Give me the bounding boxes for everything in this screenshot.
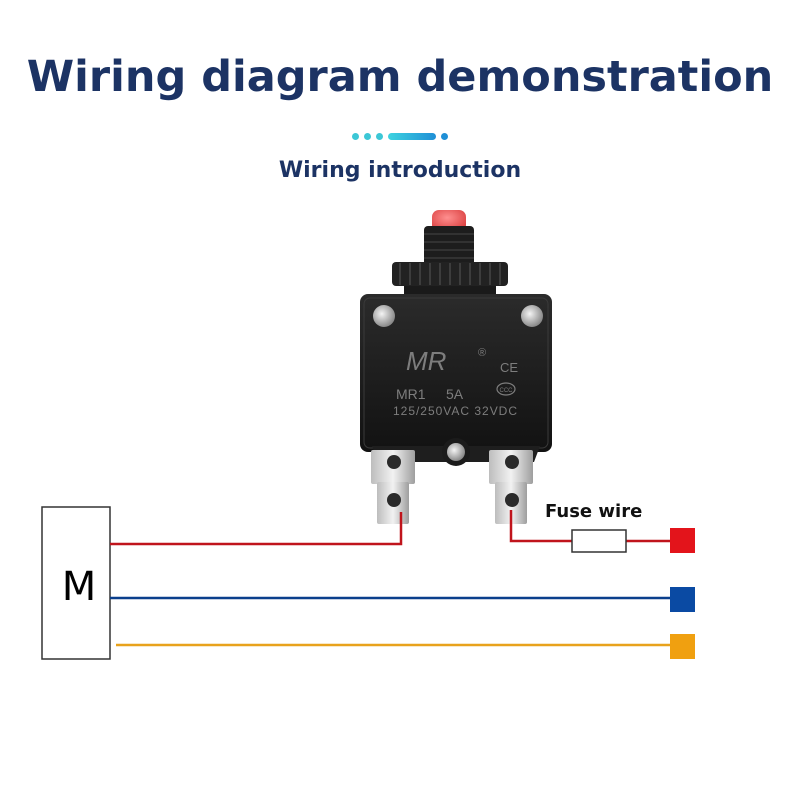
screw-icon [521,305,543,327]
wire-red-motor-to-breaker [110,512,403,546]
ce-mark: CE [500,360,518,375]
divider-dot [364,133,371,140]
registered-mark: ® [478,347,486,359]
breaker-current: 5A [446,386,464,402]
divider-dot [376,133,383,140]
terminal-left [371,450,415,524]
divider-dot [441,133,448,140]
divider-bar [388,133,436,140]
terminal-red [670,528,695,553]
section-subtitle: Wiring introduction [278,158,522,183]
ccc-mark-icon: CCC [496,382,516,396]
fuse-label: Fuse wire [545,501,642,522]
decorative-divider [350,133,450,141]
terminal-right [489,450,533,524]
ccc-mark-label: CCC [500,388,514,394]
terminal-blue [670,587,695,612]
terminal-orange [670,634,695,659]
breaker-body [360,294,552,452]
wire-red-breaker-to-fuse [509,510,572,543]
fuse [571,529,627,553]
circuit-breaker: MR ® CE CCC MR1 5A 125/250VAC 32VDC [360,210,552,524]
screw-icon [373,305,395,327]
motor-box [41,506,111,660]
breaker-brand: MR [406,346,446,376]
threaded-collar [424,226,474,266]
breaker-model: MR1 [396,386,426,402]
screw-icon [447,443,465,461]
page-title: Wiring diagram demonstration [26,52,774,102]
divider-dot [352,133,359,140]
motor-label: M [62,564,97,610]
breaker-rating: 125/250VAC 32VDC [393,404,517,418]
